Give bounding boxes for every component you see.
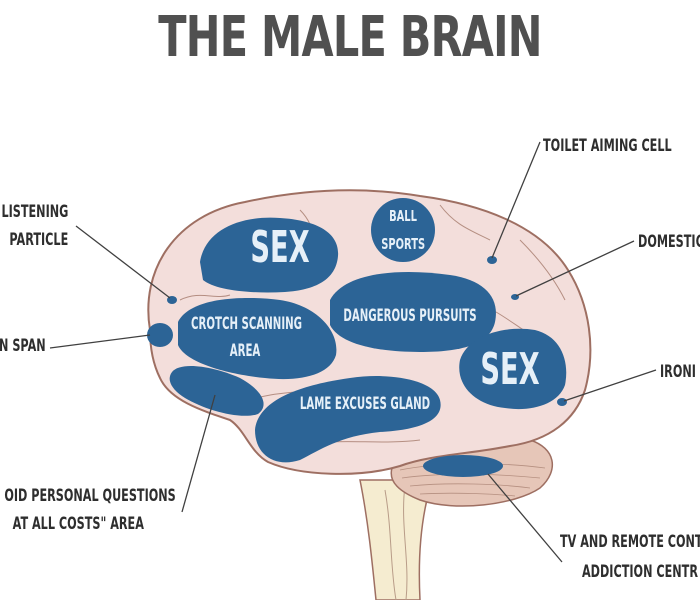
leader-irony [563, 369, 657, 402]
region-toilet [487, 256, 497, 264]
region-irony [557, 398, 567, 406]
label-listening-1: LISTENING [1, 202, 68, 222]
page-title: THE MALE BRAIN [158, 5, 542, 70]
leader-toilet [491, 141, 541, 259]
label-listening-2: PARTICLE [9, 230, 68, 250]
region-sex-back [459, 328, 567, 410]
region-dangerous [330, 271, 496, 352]
label-attention-span: N SPAN [0, 336, 46, 356]
region-tv [423, 455, 503, 477]
region-label-lame-excuses: LAME EXCUSES GLAND [299, 394, 431, 414]
leader-avoid [181, 394, 216, 513]
region-label-sex-back: SEX [480, 344, 540, 395]
region-label-sports: SPORTS [381, 235, 426, 253]
region-ball-sports [371, 198, 435, 262]
label-irony: IRONI [660, 362, 696, 382]
region-avoid [169, 366, 264, 416]
label-avoid-1: OID PERSONAL QUESTIONS [4, 486, 176, 506]
region-attention [147, 323, 173, 347]
region-label-area: AREA [229, 341, 261, 361]
label-domestic: DOMESTIC [638, 232, 700, 252]
region-label-crotch: CROTCH SCANNING [191, 314, 303, 334]
label-tv-1: TV AND REMOTE CONT [560, 532, 700, 552]
label-toilet: TOILET AIMING CELL [543, 136, 672, 156]
leader-listening [75, 225, 171, 299]
region-label-dangerous: DANGEROUS PURSUITS [343, 306, 477, 326]
region-sex-front [200, 217, 339, 293]
label-tv-2: ADDICTION CENTR [582, 562, 698, 582]
leader-domestic [515, 240, 635, 297]
label-avoid-2: AT ALL COSTS" AREA [12, 514, 144, 534]
brain-stem [359, 479, 434, 600]
region-label-sex-front: SEX [250, 222, 310, 273]
region-label-ball: BALL [389, 207, 417, 225]
region-crotch [178, 297, 337, 380]
region-lame-excuses [255, 376, 441, 463]
leader-attention [49, 334, 151, 349]
leader-tv [487, 473, 563, 563]
